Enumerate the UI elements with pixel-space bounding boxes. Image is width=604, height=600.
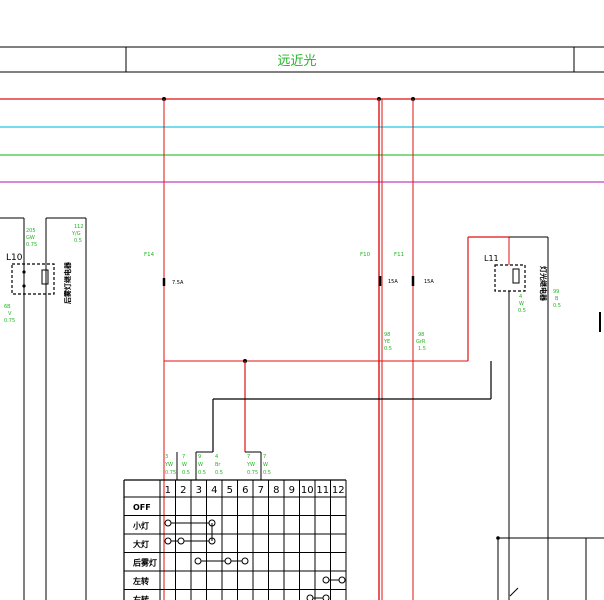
switch-row-label: 左转 [132, 576, 149, 586]
bus-lines [0, 97, 604, 183]
relay-l10-wire-top-3: 0.75 [26, 242, 37, 248]
relay-l10-wire-bottom-1: 6B [4, 304, 11, 310]
conn-wire-2-color: W [182, 462, 187, 468]
conn-wire-4-pin: 4 [215, 454, 218, 460]
switch-column-header: 9 [289, 485, 295, 496]
fuse-f10-id: F10 [360, 252, 371, 258]
switch-contacts [164, 519, 346, 600]
switch-column-header: 3 [196, 485, 202, 496]
conn-wire-1-size: 0.75 [165, 470, 176, 476]
conn-wire-4-size: 0.5 [215, 470, 223, 476]
relay-l11-box [494, 264, 526, 292]
conn-wire-6-color: W [263, 462, 268, 468]
switch-row-label: 右转 [132, 595, 149, 600]
relay-l10-wire-right-1: 112 [74, 224, 84, 230]
switch-column-header: 11 [316, 485, 329, 496]
relay-l11-wire-bottom-1: 4 [519, 294, 522, 300]
relay-l10-wire-top-1: 205 [26, 228, 36, 234]
relay-l11-wire-bottom-2: W [519, 301, 524, 307]
fuse-f10-wire-2: YE [383, 339, 390, 345]
relay-l10-name: 后雾灯继电器 [63, 261, 72, 304]
relay-l11: L11 4 W 0.5 99 B 0.5 灯光继电器 [467, 236, 601, 600]
relay-l10: L10 205 GW 0.75 6B V 0.75 112 Y/G 0.5 后雾… [0, 217, 87, 600]
fuse-f10-rating: 15A [388, 279, 398, 285]
switch-table-grid [123, 479, 347, 600]
conn-wire-5-color: YW [246, 462, 255, 468]
conn-wire-3-color: W [198, 462, 203, 468]
conn-wire-3-pin: 9 [198, 454, 201, 460]
conn-wire-6-size: 0.5 [263, 470, 271, 476]
switch-column-header: 7 [258, 485, 264, 496]
control-line [212, 361, 604, 600]
switch-column-header: 5 [227, 485, 233, 496]
conn-wire-4-color: Br [215, 462, 221, 468]
relay-l11-wire-right-2: B [555, 296, 559, 302]
switch-column-header: 4 [211, 485, 217, 496]
relay-l10-wire-right-2: Y/G [71, 231, 81, 237]
relay-l10-wire-bottom-2: V [8, 311, 12, 317]
switch-column-header: 10 [301, 485, 314, 496]
conn-wire-3-size: 0.5 [198, 470, 206, 476]
relay-l10-wire-top-2: GW [26, 235, 35, 241]
relay-l10-box [11, 263, 55, 295]
relay-l10-wire-right-3: 0.5 [74, 238, 82, 244]
fuse-f11-wire-2: GrR [416, 339, 426, 345]
switch-row-label: OFF [133, 503, 151, 512]
conn-wire-6-pin: 7 [263, 454, 266, 460]
switch-row-label: 大灯 [133, 539, 149, 549]
relay-l11-wire-right-1: 99 [553, 289, 559, 295]
switch-column-header: 2 [180, 485, 186, 496]
conn-wire-1-pin: 3 [165, 454, 168, 460]
relay-l11-wire-bottom-3: 0.5 [518, 308, 526, 314]
conn-wire-1-color: YW [164, 462, 173, 468]
conn-wire-5-size: 0.75 [247, 470, 258, 476]
switch-row-label: 小灯 [132, 521, 149, 531]
switch-row-label: 后雾灯 [133, 558, 157, 568]
switch-column-header: 8 [273, 485, 279, 496]
relay-l11-wire-right-3: 0.5 [553, 303, 561, 309]
conn-wire-2-size: 0.5 [182, 470, 190, 476]
switch-column-header: 1 [165, 485, 171, 496]
fuse-f11-wire-1: 98 [418, 332, 424, 338]
fuse-f11-id: F11 [394, 252, 404, 258]
relay-l10-wire-bottom-3: 0.75 [4, 318, 15, 324]
connector-wires: 3 YW 0.75 7 W 0.5 9 W 0.5 4 Br 0.5 7 YW … [164, 451, 271, 480]
fuse-f14-rating: 7.5A [172, 280, 184, 286]
fuse-f11-wire-3: 1.5 [418, 346, 426, 352]
relay-l10-id: L10 [6, 253, 23, 263]
fuse-f11-rating: 15A [424, 279, 434, 285]
switch-column-header: 6 [242, 485, 248, 496]
fuse-f10-wire-1: 98 [384, 332, 390, 338]
header-frame: 远近光 [0, 46, 604, 73]
relay-l11-name: 灯光继电器 [539, 266, 548, 302]
header-title: 远近光 [277, 54, 316, 69]
fuse-f10-wire-3: 0.5 [384, 346, 392, 352]
conn-wire-5-pin: 7 [247, 454, 250, 460]
fuse-f14-branch: F14 7.5A [144, 99, 468, 600]
relay-l11-id: L11 [484, 254, 499, 263]
switch-column-header: 12 [332, 485, 345, 496]
fuse-f10-f11: F10 F11 15A 15A 98 YE 0.5 98 GrR 1.5 [360, 99, 434, 600]
conn-wire-2-pin: 7 [182, 454, 185, 460]
fuse-f14-id: F14 [144, 252, 155, 258]
